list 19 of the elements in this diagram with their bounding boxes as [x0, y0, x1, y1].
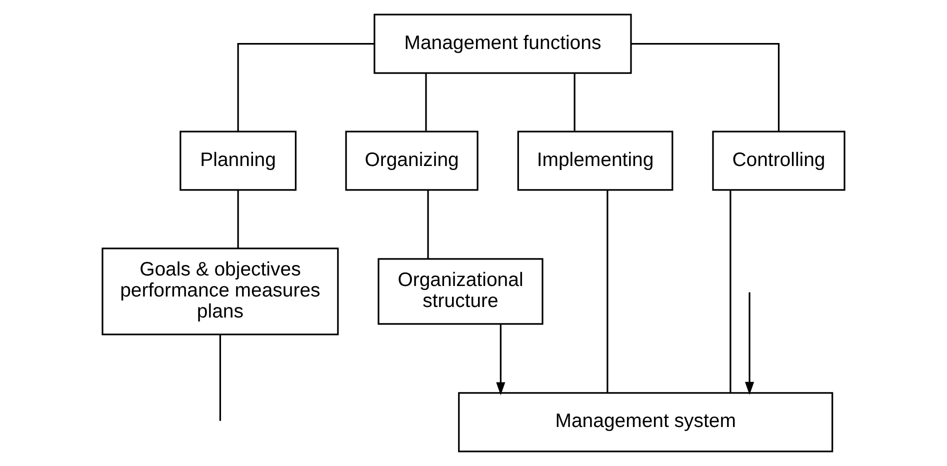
- connector: [427, 190, 429, 259]
- connector: [730, 190, 732, 392]
- node-box: Organizational structure: [378, 258, 544, 325]
- connector: [631, 43, 780, 132]
- connector: [606, 190, 608, 392]
- node-box: Management functions: [374, 14, 632, 74]
- node-box: Management system: [458, 392, 834, 452]
- node-box: Goals & objectives performance measures plans: [102, 248, 339, 336]
- connector: [574, 73, 576, 131]
- connector: [237, 43, 374, 132]
- connector: [425, 73, 427, 131]
- connector: [237, 190, 239, 248]
- node-box: Implementing: [517, 130, 674, 191]
- arrow: [744, 292, 754, 395]
- node-box: Planning: [180, 130, 297, 191]
- arrow: [496, 324, 506, 396]
- connector: [219, 334, 222, 421]
- node-box: Organizing: [345, 130, 478, 191]
- node-box: Controlling: [712, 130, 846, 191]
